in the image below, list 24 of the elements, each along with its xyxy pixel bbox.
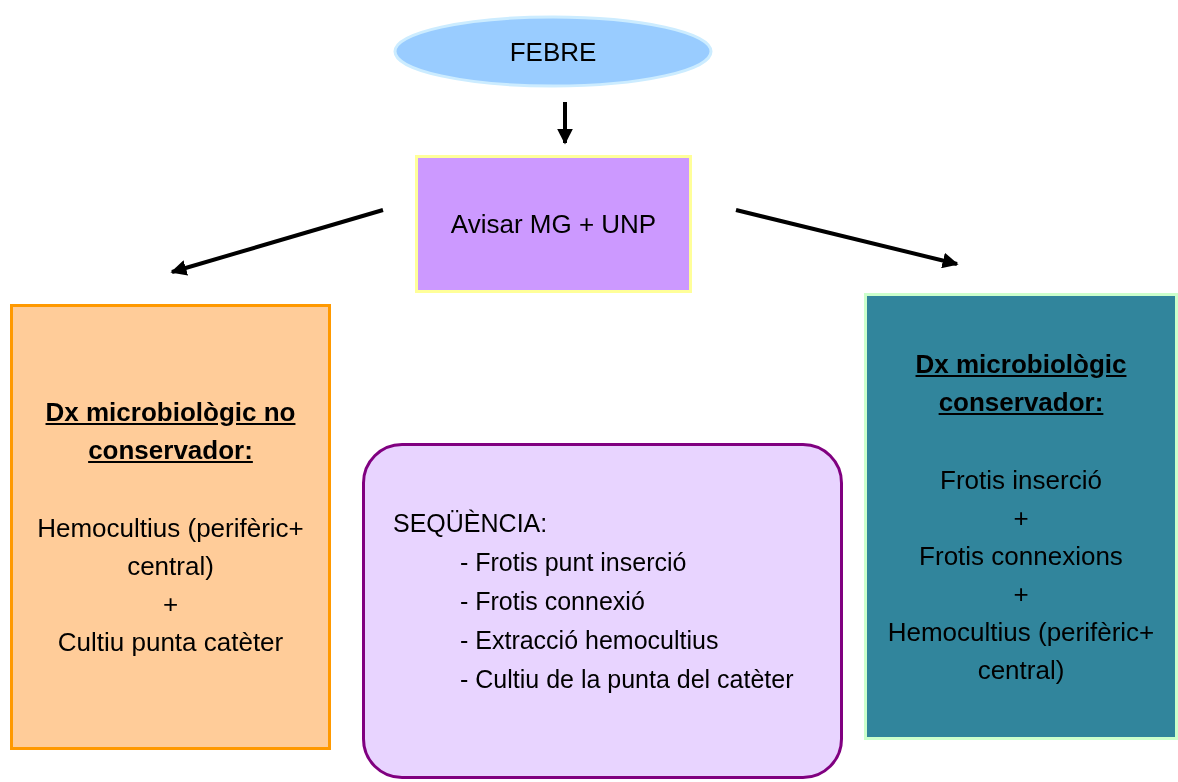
node-text: Frotis inserció bbox=[940, 463, 1102, 497]
node-text: Hemocultius (perifèric+ central) bbox=[886, 615, 1156, 687]
list-item: - Frotis connexió bbox=[459, 586, 646, 617]
node-text: + bbox=[1013, 577, 1029, 611]
list-item: - Frotis punt inserció bbox=[459, 547, 688, 578]
arrow bbox=[170, 208, 384, 276]
section-heading: Dx microbiològic conservador: bbox=[914, 347, 1128, 419]
arrow bbox=[735, 208, 959, 269]
node-text: FEBRE bbox=[509, 35, 597, 69]
section-heading: Dx microbiològic no conservador: bbox=[44, 396, 297, 467]
node-text: Avisar MG + UNP bbox=[450, 208, 657, 241]
section-box bbox=[864, 293, 1178, 740]
list-item: - Cultiu de la punta del catèter bbox=[459, 664, 795, 695]
process-box bbox=[415, 155, 692, 293]
node-text: Cultiu punta catèter bbox=[57, 626, 284, 659]
list-heading: SEQÜÈNCIA: bbox=[393, 508, 549, 539]
node-text: Hemocultius (perifèric+ central) bbox=[36, 512, 305, 583]
node-text: + bbox=[1013, 501, 1029, 535]
section-box bbox=[10, 304, 331, 750]
node-text: + bbox=[162, 588, 179, 621]
node-text: Frotis connexions bbox=[919, 539, 1123, 573]
rounded-box bbox=[362, 443, 843, 779]
list-item: - Extracció hemocultius bbox=[459, 625, 720, 656]
arrow bbox=[557, 102, 573, 145]
